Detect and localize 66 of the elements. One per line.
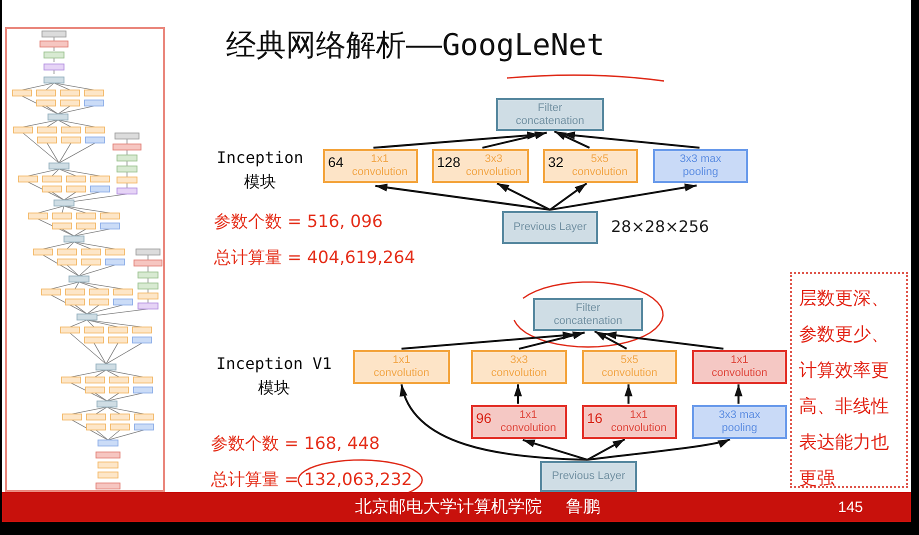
layer-box <box>323 149 418 183</box>
arrow <box>514 384 522 404</box>
module-label: Inception 模块 <box>216 147 304 193</box>
arrow <box>400 384 588 461</box>
arrow <box>550 184 697 211</box>
layer-label: 1x1 convolution <box>610 409 668 435</box>
layer-label: 5x5 convolution <box>570 153 629 179</box>
arrow <box>375 184 550 211</box>
layer-label: 3x3 max pooling <box>678 153 722 179</box>
layer-box <box>533 298 643 331</box>
layer-box <box>653 149 748 183</box>
footer-text: 北京邮电大学计算机学院 <box>355 496 542 518</box>
filter-count: 64 <box>328 154 344 170</box>
module-label: Inception V1 模块 <box>215 353 333 399</box>
layer-label: 3x3 convolution <box>490 354 548 380</box>
layer-label: Previous Layer <box>552 470 626 483</box>
layer-box <box>471 405 567 439</box>
filter-count: 16 <box>587 410 603 426</box>
arrow <box>549 182 588 211</box>
layer-label: 3x3 max pooling <box>718 409 762 435</box>
arrow <box>734 384 742 404</box>
layer-label: Filter concatenation <box>552 302 624 328</box>
layer-label: 1x1 convolution <box>350 153 409 179</box>
arrow <box>587 438 730 461</box>
stat-text: 参数个数 = 168, 448 <box>211 433 380 455</box>
arrow <box>518 332 585 350</box>
stat-text: 总计算量 = 132,063,232 <box>211 469 412 491</box>
layer-label: 1x1 convolution <box>372 354 430 380</box>
layer-label: 1x1 convolution <box>499 409 558 435</box>
arrow <box>604 331 724 350</box>
layer-box <box>496 98 604 131</box>
layer-box <box>432 149 529 183</box>
arrow <box>594 330 628 350</box>
arrow <box>587 438 626 461</box>
arrow <box>482 131 548 149</box>
layer-box <box>543 149 638 183</box>
arrow <box>496 182 550 211</box>
stat-text: 总计算量 = 404,619,264 <box>214 247 416 269</box>
layer-box <box>582 350 677 384</box>
arrow <box>624 384 632 404</box>
layer-box <box>692 350 787 384</box>
size-label: 28×28×256 <box>611 216 710 238</box>
layer-label: Previous Layer <box>513 221 587 234</box>
page-number: 145 <box>838 499 864 517</box>
layer-box <box>353 350 450 384</box>
arrow <box>562 131 700 149</box>
arrow <box>522 438 588 461</box>
arrow <box>554 130 590 149</box>
note-box <box>790 272 908 488</box>
layer-box <box>692 405 787 439</box>
filter-count: 96 <box>476 410 492 426</box>
note-text: 层数更深、参数更少、计算效率更高、非线性表达能力也更强 <box>799 287 890 491</box>
layer-box <box>471 350 567 384</box>
arrow <box>401 332 575 350</box>
filter-count: 128 <box>437 154 460 170</box>
layer-box <box>582 405 677 439</box>
footer-text: 鲁鹏 <box>566 496 600 518</box>
slide-title: 经典网络解析——GoogLeNet <box>226 27 605 65</box>
layer-box <box>540 461 637 492</box>
layer-label: Filter concatenation <box>514 102 586 128</box>
layer-label: 1x1 convolution <box>710 354 768 380</box>
filter-count: 32 <box>548 154 564 170</box>
stat-text: 参数个数 = 516, 096 <box>214 211 383 233</box>
layer-label: 5x5 convolution <box>600 354 658 380</box>
layer-box <box>502 211 598 244</box>
layer-label: 3x3 convolution <box>464 153 522 179</box>
